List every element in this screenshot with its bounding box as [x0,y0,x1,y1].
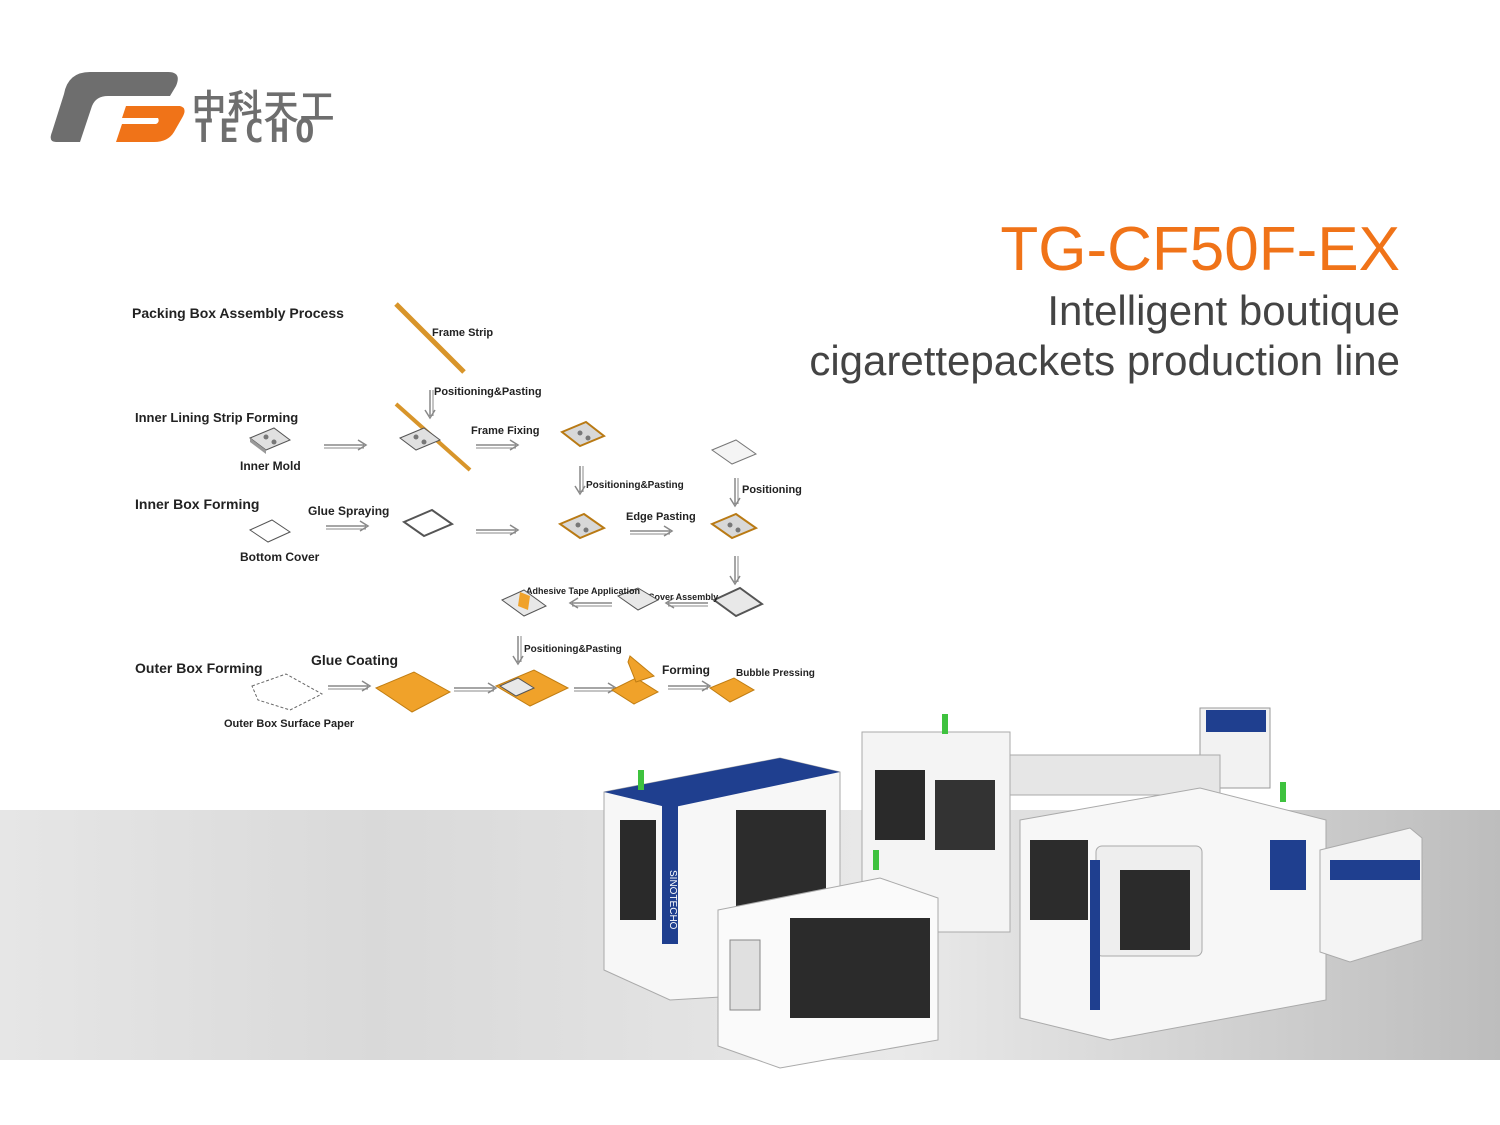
section-inner-box: Inner Box Forming [135,496,259,512]
feeder-unit-trim [1330,860,1420,880]
feeder-unit [1319,827,1423,963]
glued-paper-shape [374,671,452,713]
front-unit-door [729,939,761,1011]
fixed-frame-shape [560,420,606,448]
arrow-right [667,680,711,692]
production-line-image: SINOTECHO [603,707,1423,1069]
left-unit-blue-stripe [662,804,678,944]
diagram-title: Packing Box Assembly Process [132,305,344,321]
frame-strip-shape [394,302,466,374]
label-edge-pasting: Edge Pasting [626,511,696,523]
arrow-right [475,439,519,451]
center-window-right [935,780,995,850]
surface-paper-shape [251,673,324,711]
control-screen [1270,840,1306,890]
label-glue-spraying: Glue Spraying [308,504,389,518]
taped-box-shape [616,587,660,611]
label-forming: Forming [662,663,710,677]
label-inner-mold: Inner Mold [240,459,301,473]
signal-light [873,850,879,870]
front-unit-window [790,918,930,1018]
arrow-right [323,439,367,451]
label-frame-strip: Frame Strip [432,327,493,339]
inner-mold-shape [249,427,291,454]
right-unit-blue-stripe [1090,860,1100,1010]
left-unit-door [620,820,656,920]
arrow-down [729,477,741,507]
paper-with-box-shape [494,669,570,707]
signal-light [1280,782,1286,802]
label-outer-box-paper: Outer Box Surface Paper [224,718,355,730]
label-positioning: Positioning [742,484,802,496]
process-flow-diagram: Packing Box Assembly Process Inner Linin… [132,302,815,730]
label-glue-coating: Glue Coating [311,652,398,668]
section-inner-lining: Inner Lining Strip Forming [135,410,298,425]
brand-plate-text: SINOTECHO [667,870,678,930]
pasted-box-shape [557,512,607,540]
arrow-left [569,597,613,609]
label-frame-fixing: Frame Fixing [471,425,539,437]
label-adhesive-tape: Adhesive Tape Application [526,586,640,596]
arrow-right [475,524,519,536]
arrow-down [729,555,741,585]
model-number: TG-CF50F-EX [1000,215,1400,284]
mold-with-strip-shape [399,427,441,451]
cover-plate-shape [710,439,758,465]
label-positioning-pasting-3: Positioning&Pasting [524,644,622,655]
right-unit-side-window [1030,840,1088,920]
brand-name-cn: 中科天工 [192,88,336,128]
label-positioning-pasting-2: Positioning&Pasting [586,480,684,491]
signal-light [942,714,948,734]
forming-box-shape [610,655,660,705]
techo-logo-icon [50,72,185,142]
label-bottom-cover: Bottom Cover [240,550,320,564]
arrow-down [512,635,524,665]
arrow-right [327,680,371,692]
left-unit-top-trim [604,758,840,808]
brand-name-en: TECHO [194,112,321,150]
subtitle-line-2: cigarettepackets production line [809,337,1400,384]
loop-conveyor-top [1206,710,1266,732]
arrow-right [629,525,673,537]
bottom-cover-shape [248,519,292,543]
sprayed-cover-shape [401,508,455,538]
label-cover-assembly: Cover Assembly [648,592,718,602]
label-positioning-pasting-1: Positioning&Pasting [434,386,542,398]
right-unit-window [1120,870,1190,950]
label-bubble-pressing: Bubble Pressing [736,668,815,679]
signal-light [638,770,644,790]
section-outer-box: Outer Box Forming [135,660,263,676]
assembled-cover-shape [712,586,764,618]
arrow-right [573,682,617,694]
arrow-down [574,465,586,495]
finished-box-shape [708,677,756,703]
arrow-right [453,682,497,694]
center-window-left [875,770,925,840]
title-block: TG-CF50F-EX Intelligent boutique cigaret… [809,214,1400,386]
tape-box-shape [501,589,547,617]
conveyor-belt [989,754,1221,796]
edge-pasted-box-shape [709,512,759,540]
arrow-right [325,520,369,532]
subtitle-line-1: Intelligent boutique [1047,287,1400,334]
